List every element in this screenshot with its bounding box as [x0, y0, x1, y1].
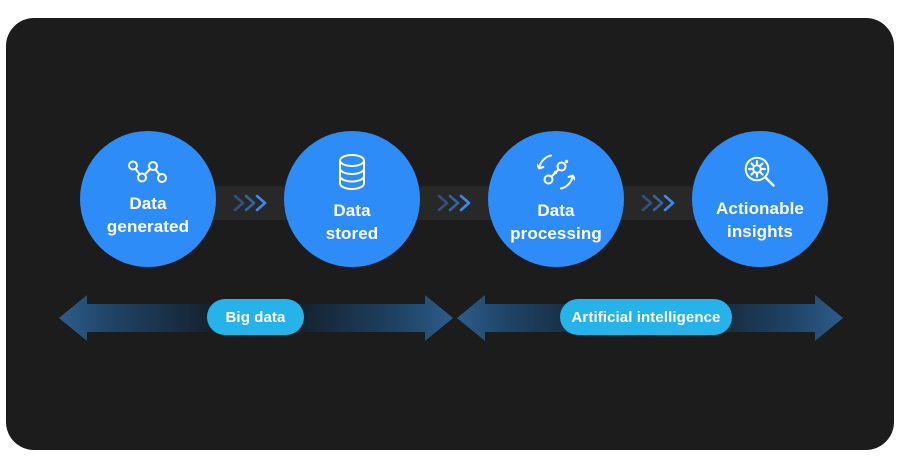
connector-band [148, 186, 760, 220]
phase-label: Artificial intelligence [571, 308, 721, 326]
gear-magnifier-icon [743, 155, 777, 189]
chevrons-right-icon [437, 194, 471, 212]
chevrons-right-icon [641, 194, 675, 212]
database-icon [336, 153, 368, 191]
phase-pill-artificial-intelligence: Artificial intelligence [560, 299, 732, 335]
network-nodes-icon [128, 160, 168, 184]
chevrons-right-icon [233, 194, 267, 212]
phase-pill-big-data: Big data [207, 299, 304, 335]
process-sync-icon [537, 153, 575, 191]
phase-label: Big data [225, 308, 286, 326]
